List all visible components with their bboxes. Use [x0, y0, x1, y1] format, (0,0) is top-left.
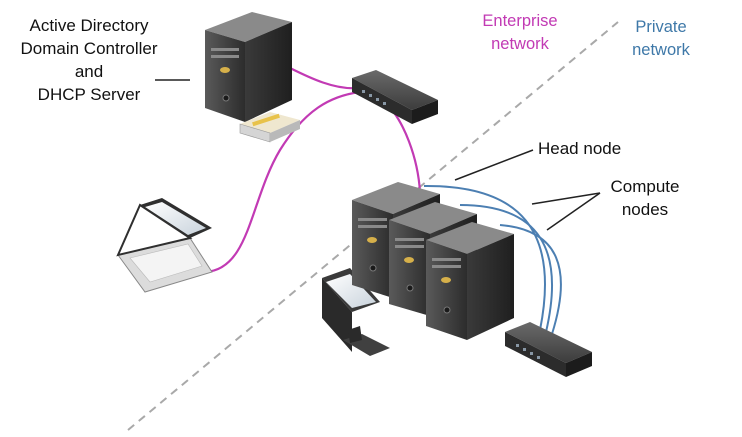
private-label-line: Private [635, 18, 687, 36]
monitor-icon [322, 268, 390, 356]
network-switch-icon [505, 322, 592, 377]
enterprise-network-label: Enterprise network [470, 10, 570, 56]
private-network-label: Private network [616, 16, 706, 62]
dc-to-switch-cable [289, 67, 359, 90]
disk-drive-icon [239, 112, 300, 143]
compute-callout-line-1 [531, 192, 601, 205]
ad-label-line: and [74, 62, 104, 81]
callout-lines [155, 79, 601, 231]
ad-label-line: Domain Controller [20, 39, 158, 58]
compute-label-line: Compute [610, 177, 680, 196]
laptop-icon [116, 198, 213, 293]
laptop-to-switch-cable [204, 90, 361, 274]
headnode-private-cable [423, 184, 547, 331]
server-tower-icon [205, 12, 292, 122]
network-switch-icon [352, 70, 438, 124]
ad-label-line: Active Directory [29, 16, 149, 35]
head-node-label: Head node [538, 139, 622, 158]
ad-label-line: DHCP Server [37, 85, 141, 104]
ad-label: Active Directory Domain Controller and D… [8, 14, 170, 106]
enterprise-label-line: network [491, 35, 549, 53]
enterprise-label-line: Enterprise [482, 12, 558, 30]
compute-callout-line-2 [546, 192, 601, 231]
private-label-line: network [632, 41, 690, 59]
compute-nodes-label: Compute nodes [590, 175, 700, 221]
compute2-private-cable [499, 224, 562, 335]
compute-label-line: nodes [621, 200, 669, 219]
private-cables [423, 184, 562, 335]
head-node-callout-line [454, 149, 534, 181]
server-tower-icon [426, 222, 514, 340]
